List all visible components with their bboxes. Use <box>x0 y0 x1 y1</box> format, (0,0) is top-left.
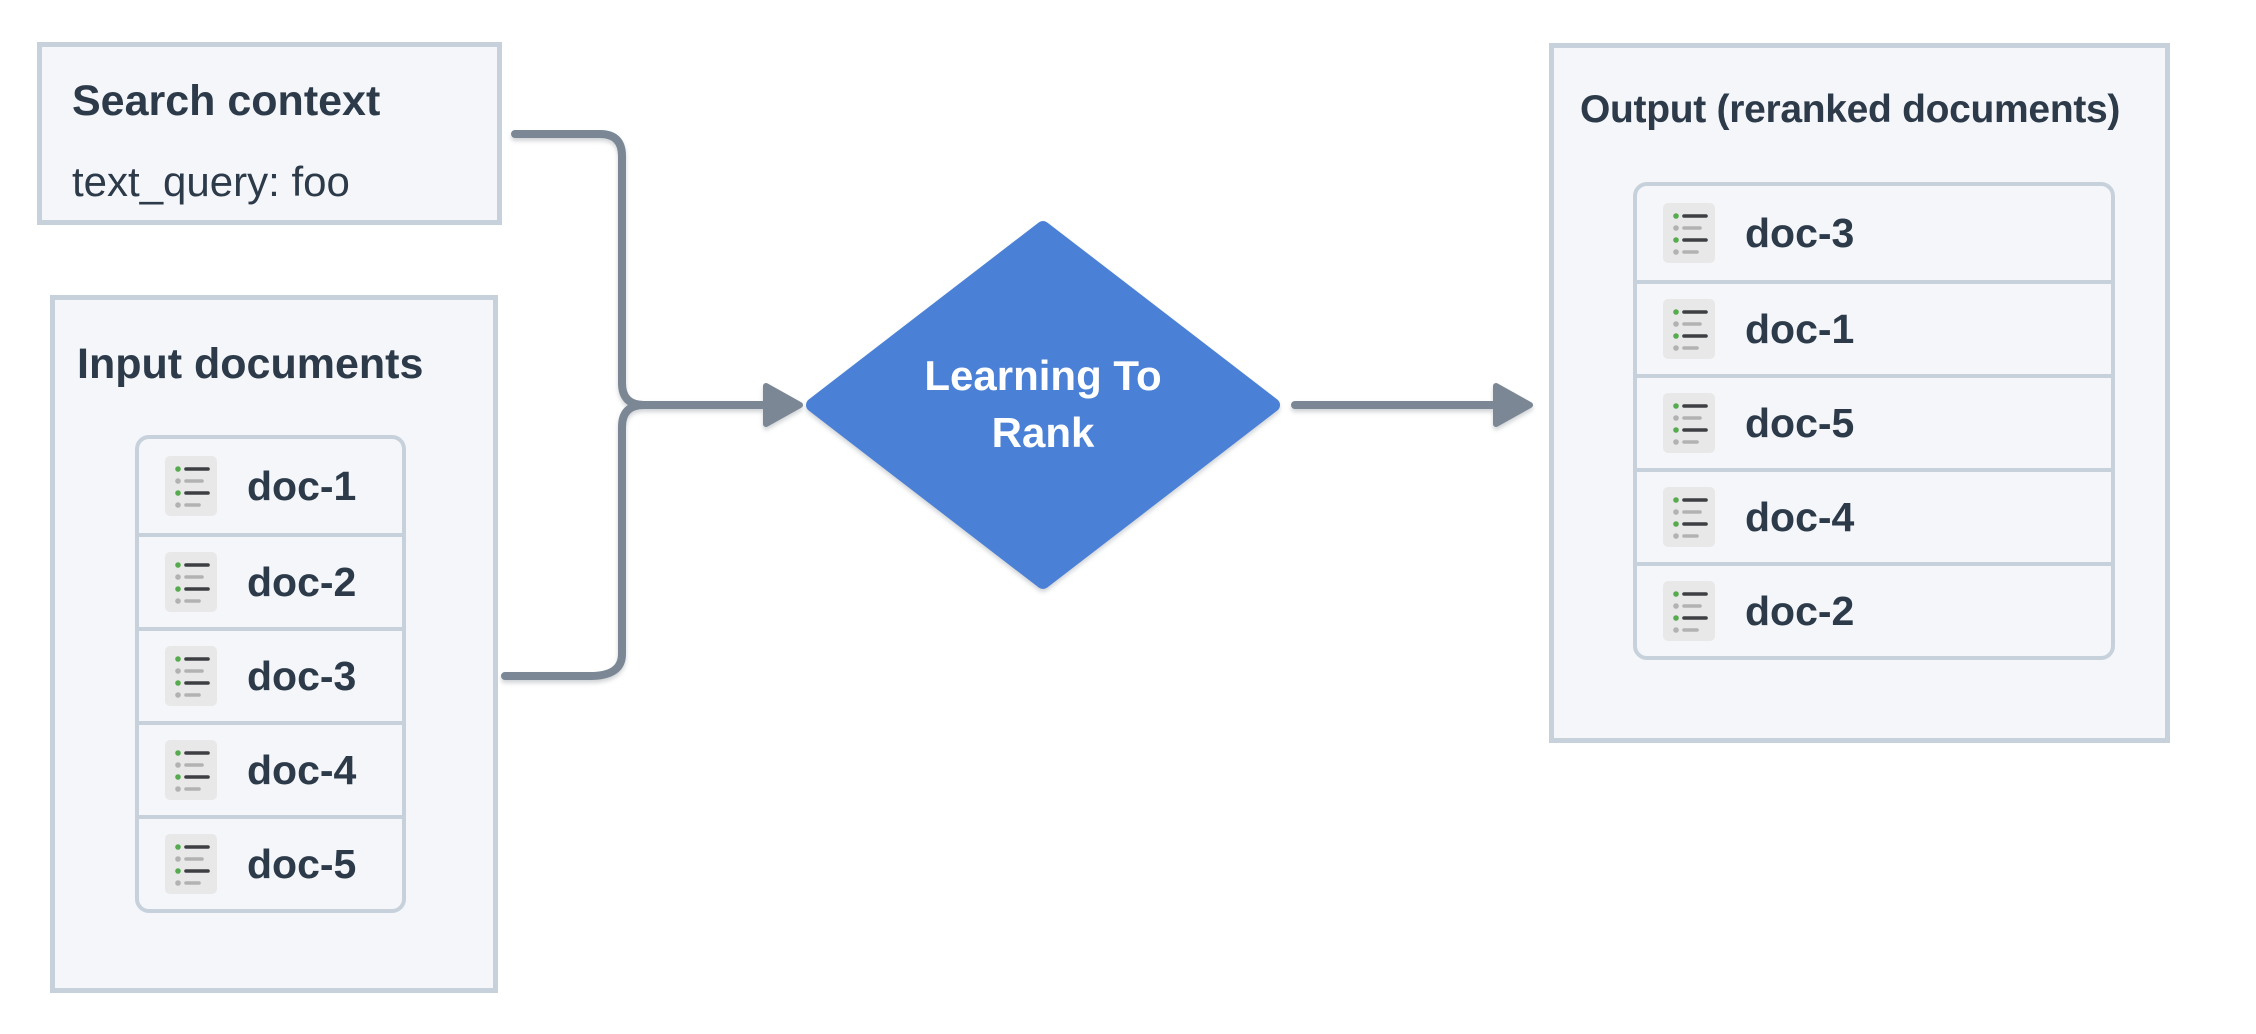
doc-row: doc-3 <box>1637 186 2111 280</box>
doc-row: doc-1 <box>1637 280 2111 374</box>
doc-row: doc-4 <box>1637 468 2111 562</box>
bulleted-list-icon <box>165 740 217 800</box>
bulleted-list-icon <box>165 646 217 706</box>
doc-label: doc-5 <box>247 840 357 887</box>
learning-to-rank-label: Learning To Rank <box>924 352 1162 456</box>
bulleted-list-icon <box>1663 581 1715 641</box>
doc-row: doc-5 <box>1637 374 2111 468</box>
input-documents-title: Input documents <box>77 340 424 388</box>
output-doc-list: doc-3 doc-1 <box>1633 182 2115 660</box>
doc-row: doc-2 <box>139 533 402 627</box>
output-title: Output (reranked documents) <box>1580 88 2121 131</box>
bulleted-list-icon <box>1663 487 1715 547</box>
doc-row: doc-1 <box>139 439 402 533</box>
doc-label: doc-5 <box>1745 399 1855 446</box>
search-context-panel: Search context text_query: foo <box>37 42 502 225</box>
doc-label: doc-4 <box>1745 493 1855 540</box>
input-doc-list: doc-1 doc-2 <box>135 435 406 913</box>
doc-label: doc-2 <box>1745 587 1855 634</box>
doc-label: doc-3 <box>1745 209 1855 256</box>
bulleted-list-icon <box>165 834 217 894</box>
doc-label: doc-4 <box>247 746 357 793</box>
learning-to-rank-diamond <box>806 221 1280 589</box>
search-context-title: Search context <box>72 77 381 125</box>
bulleted-list-icon <box>1663 299 1715 359</box>
bulleted-list-icon <box>1663 393 1715 453</box>
bulleted-list-icon <box>1663 203 1715 263</box>
doc-row: doc-3 <box>139 627 402 721</box>
output-panel: Output (reranked documents) doc-3 <box>1549 43 2170 743</box>
bulleted-list-icon <box>165 456 217 516</box>
arrowhead-into-output-icon <box>1493 383 1533 427</box>
doc-row: doc-5 <box>139 815 402 909</box>
connector-docs-to-ltr <box>501 401 648 680</box>
doc-label: doc-1 <box>1745 305 1855 352</box>
doc-row: doc-2 <box>1637 562 2111 656</box>
input-documents-panel: Input documents doc-1 <box>50 295 498 993</box>
doc-label: doc-2 <box>247 558 357 605</box>
doc-row: doc-4 <box>139 721 402 815</box>
doc-label: doc-3 <box>247 652 357 699</box>
connector-search-to-ltr <box>511 130 648 409</box>
arrowhead-into-ltr-icon <box>763 383 803 427</box>
doc-label: doc-1 <box>247 462 357 509</box>
bulleted-list-icon <box>165 552 217 612</box>
search-query-text: text_query: foo <box>72 158 350 206</box>
